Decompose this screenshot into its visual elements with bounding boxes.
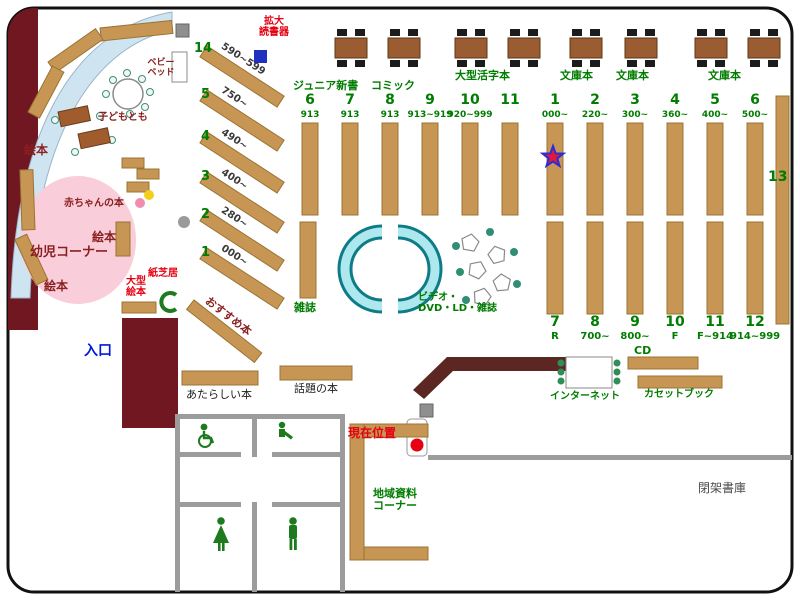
stack-range: R	[551, 331, 559, 342]
stack-no: 9	[630, 314, 640, 330]
stack-no: 12	[745, 314, 765, 330]
stack-range: 913	[340, 110, 360, 120]
pillar	[419, 403, 434, 418]
label-toddler-corner: 幼児コーナー	[30, 245, 109, 260]
label-current-location: 現在位置	[348, 426, 397, 440]
label-closed-stacks: 閉架書庫	[698, 481, 747, 495]
stack-range: 913~919	[407, 110, 453, 120]
label-picture-books-3: 絵本	[44, 279, 69, 293]
baby-care-icon	[278, 421, 293, 440]
stack-range: 300~	[621, 110, 649, 120]
shelf-no-2: 2	[201, 207, 211, 222]
stack-range: 700~	[580, 331, 610, 342]
internet-carrels	[557, 356, 621, 389]
wheelchair-icon	[198, 423, 215, 448]
interior-walls	[175, 414, 792, 592]
stack-no: 4	[670, 92, 680, 108]
stack-range: 920~999	[447, 110, 493, 120]
stack-range: F	[671, 331, 679, 342]
label-kamishibai: 紙芝居	[148, 268, 178, 279]
stack-range: 360~	[661, 110, 689, 120]
shelf-no-5: 5	[201, 87, 211, 102]
label-new-books: あたらしい本	[186, 388, 252, 401]
stack-range: 913	[380, 110, 400, 120]
kids-area-furniture	[51, 51, 190, 314]
shelf-no-4: 4	[201, 129, 211, 144]
label-internet: インターネット	[550, 391, 620, 402]
kamishibai-stand-icon	[159, 291, 178, 313]
stack-no: 6	[305, 92, 315, 108]
stack-no: 8	[385, 92, 395, 108]
label-picture-books-2: 絵本	[92, 230, 117, 244]
service-counter	[413, 357, 566, 399]
picture-book-curve-shelves	[14, 19, 174, 286]
label-cd: CD	[634, 344, 652, 357]
stack-no: 6	[750, 92, 760, 108]
book-stacks	[299, 95, 790, 325]
stack-range: 220~	[581, 110, 609, 120]
stack-no: 1	[550, 92, 560, 108]
label-bunko-3: 文庫本	[708, 69, 741, 82]
stack-no: 11	[705, 314, 725, 330]
baby-bed	[171, 51, 188, 83]
label-av-media: ビデオ・ DVD・LD・雑誌	[418, 292, 498, 315]
stack-no: 10	[665, 314, 685, 330]
stack-range: 000~	[541, 110, 569, 120]
stack-no: 10	[460, 92, 480, 108]
pink-cushion	[135, 198, 145, 208]
stack-no: 3	[630, 92, 640, 108]
label-baby-bed: ベビー ベッド	[147, 58, 175, 79]
av-booths	[452, 228, 521, 307]
label-cassette-books: カセットブック	[644, 389, 714, 400]
star-marker	[539, 142, 567, 169]
stack-no: 7	[550, 314, 560, 330]
stack-range: 500~	[741, 110, 769, 120]
pillar	[178, 216, 190, 228]
women-toilet-icon	[213, 517, 229, 551]
label-baby-books: 赤ちゃんの本	[64, 198, 124, 209]
label-large-picture-books: 大型 絵本	[126, 276, 146, 299]
label-kodomo: 子どもとも	[98, 112, 148, 123]
label-topical-books: 話題の本	[294, 382, 338, 395]
stack-range: 800~	[620, 331, 650, 342]
label-comics: コミック	[371, 79, 415, 92]
stack-no: 2	[590, 92, 600, 108]
stack-range: 400~	[701, 110, 729, 120]
label-bunko-1: 文庫本	[560, 69, 593, 82]
label-large-print: 大型活字本	[455, 69, 510, 82]
stack-range: F~914	[696, 331, 734, 342]
label-local-materials: 地域資料 コーナー	[373, 487, 417, 513]
label-bunko-2: 文庫本	[616, 69, 649, 82]
yellow-cushion	[144, 190, 154, 200]
shelf-no-3: 3	[201, 169, 211, 184]
stack-no: 11	[500, 92, 520, 108]
stack-no: 9	[425, 92, 435, 108]
shelf-no-1: 1	[201, 245, 211, 260]
label-junior-books: ジュニア新書	[293, 79, 359, 92]
label-stack-13: 13	[768, 169, 788, 185]
pillar	[175, 23, 190, 38]
stack-no: 7	[345, 92, 355, 108]
diagonal-shelves	[185, 45, 285, 364]
men-toilet-icon	[289, 517, 297, 550]
magnifier-reader-icon	[254, 50, 267, 63]
shelf-no-14: 14	[194, 41, 213, 56]
curved-benches	[337, 224, 443, 314]
label-picture-books-1: 絵本	[24, 143, 49, 157]
stack-no: 8	[590, 314, 600, 330]
toddler-corner-area	[20, 176, 136, 304]
stack-no: 5	[710, 92, 720, 108]
label-magazines: 雑誌	[294, 301, 316, 314]
stack-range: 913	[300, 110, 320, 120]
label-entrance: 入口	[84, 343, 112, 359]
stack-range: 914~999	[730, 331, 781, 342]
label-magnifier-reader: 拡大 読書器	[259, 16, 289, 39]
display-shelves	[181, 356, 723, 561]
